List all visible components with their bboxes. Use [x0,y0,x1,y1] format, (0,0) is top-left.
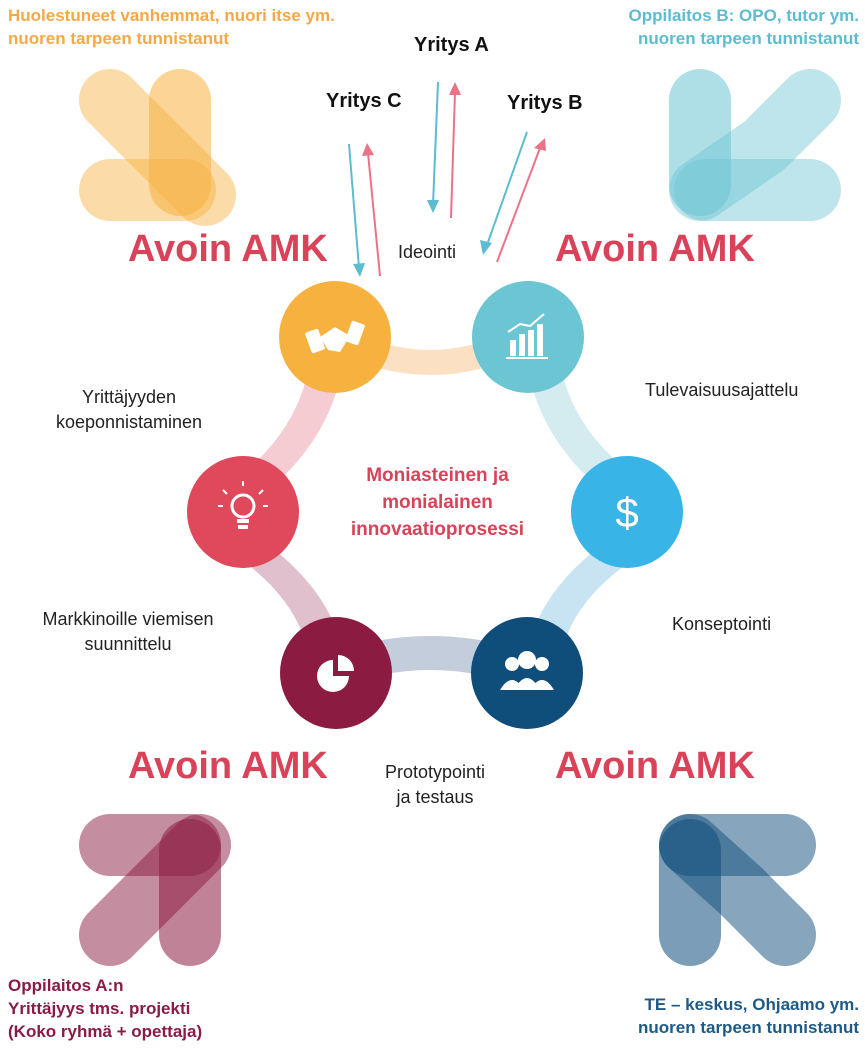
handshake-icon [305,320,365,354]
step-label-line: koeponnistaminen [55,412,203,432]
lightbulb-icon [218,481,268,529]
company-a-label: Yritys A [414,34,489,56]
step-label-yrittajyys: Yrittäjyyden koeponnistaminen [44,385,214,435]
company-arrows [348,81,546,277]
pie-chart-icon [317,655,354,692]
corner-label-line: Yrittäjyys tms. projekti [8,999,191,1018]
corner-logo-bottom-left [79,814,231,966]
circle-handshake [279,281,391,393]
step-label-line: Markkinoille viemisen [42,609,214,629]
corner-label-line: (Koko ryhmä + opettaja) [8,1022,203,1041]
corner-label-top-left: Huolestuneet vanhemmat, nuori itse ym. n… [8,4,335,50]
step-label-line: Prototypointi [384,762,486,782]
company-b-label: Yritys B [507,92,583,114]
step-label-line: ja testaus [396,787,474,807]
step-label-markkinointi: Markkinoille viemisen suunnittelu [28,607,228,657]
corner-label-line: Oppilaitos A:n [8,976,124,995]
center-title-line: Moniasteinen ja [366,465,509,486]
corner-label-line: Huolestuneet vanhemmat, nuori itse ym. [8,6,335,25]
corner-label-bottom-left: Oppilaitos A:n Yrittäjyys tms. projekti … [8,974,202,1043]
step-label-konseptointi: Konseptointi [672,614,772,634]
corner-label-line: nuoren tarpeen tunnistanut [8,29,229,48]
center-title: Moniasteinen ja monialainen innovaatiopr… [330,462,545,543]
circle-dollar: $ [571,456,683,568]
avoin-amk-top-left: Avoin AMK [128,228,328,270]
corner-logo-top-left [79,69,236,226]
center-title-line: monialainen [382,492,493,513]
step-label-prototypointi: Prototypointi ja testaus [365,760,505,810]
bar-chart-icon [506,313,548,359]
corner-label-top-right: Oppilaitos B: OPO, tutor ym. nuoren tarp… [629,4,859,50]
step-label-ideointi: Ideointi [398,242,457,262]
circle-chart [472,281,584,393]
center-title-line: innovaatioprosessi [350,519,525,540]
circle-pie [280,617,392,729]
people-icon [500,651,554,690]
step-label-line: suunnittelu [84,634,172,654]
avoin-amk-top-right: Avoin AMK [555,228,755,270]
corner-label-bottom-right: TE – keskus, Ohjaamo ym. nuoren tarpeen … [638,993,859,1039]
corner-label-line: nuoren tarpeen tunnistanut [638,1018,859,1037]
step-label-tulevaisuus: Tulevaisuusajattelu [645,380,799,400]
corner-logo-top-right [669,69,841,221]
circle-bulb [187,456,299,568]
corner-logo-bottom-right [659,814,816,966]
corner-label-line: Oppilaitos B: OPO, tutor ym. [628,6,859,25]
company-c-label: Yritys C [326,90,402,112]
corner-label-line: nuoren tarpeen tunnistanut [638,29,859,48]
step-label-line: Yrittäjyyden [81,387,177,407]
avoin-amk-bottom-right: Avoin AMK [555,745,755,787]
avoin-amk-bottom-left: Avoin AMK [128,745,328,787]
dollar-icon: $ [615,489,638,536]
corner-label-line: TE – keskus, Ohjaamo ym. [644,995,859,1014]
circle-people [471,617,583,729]
